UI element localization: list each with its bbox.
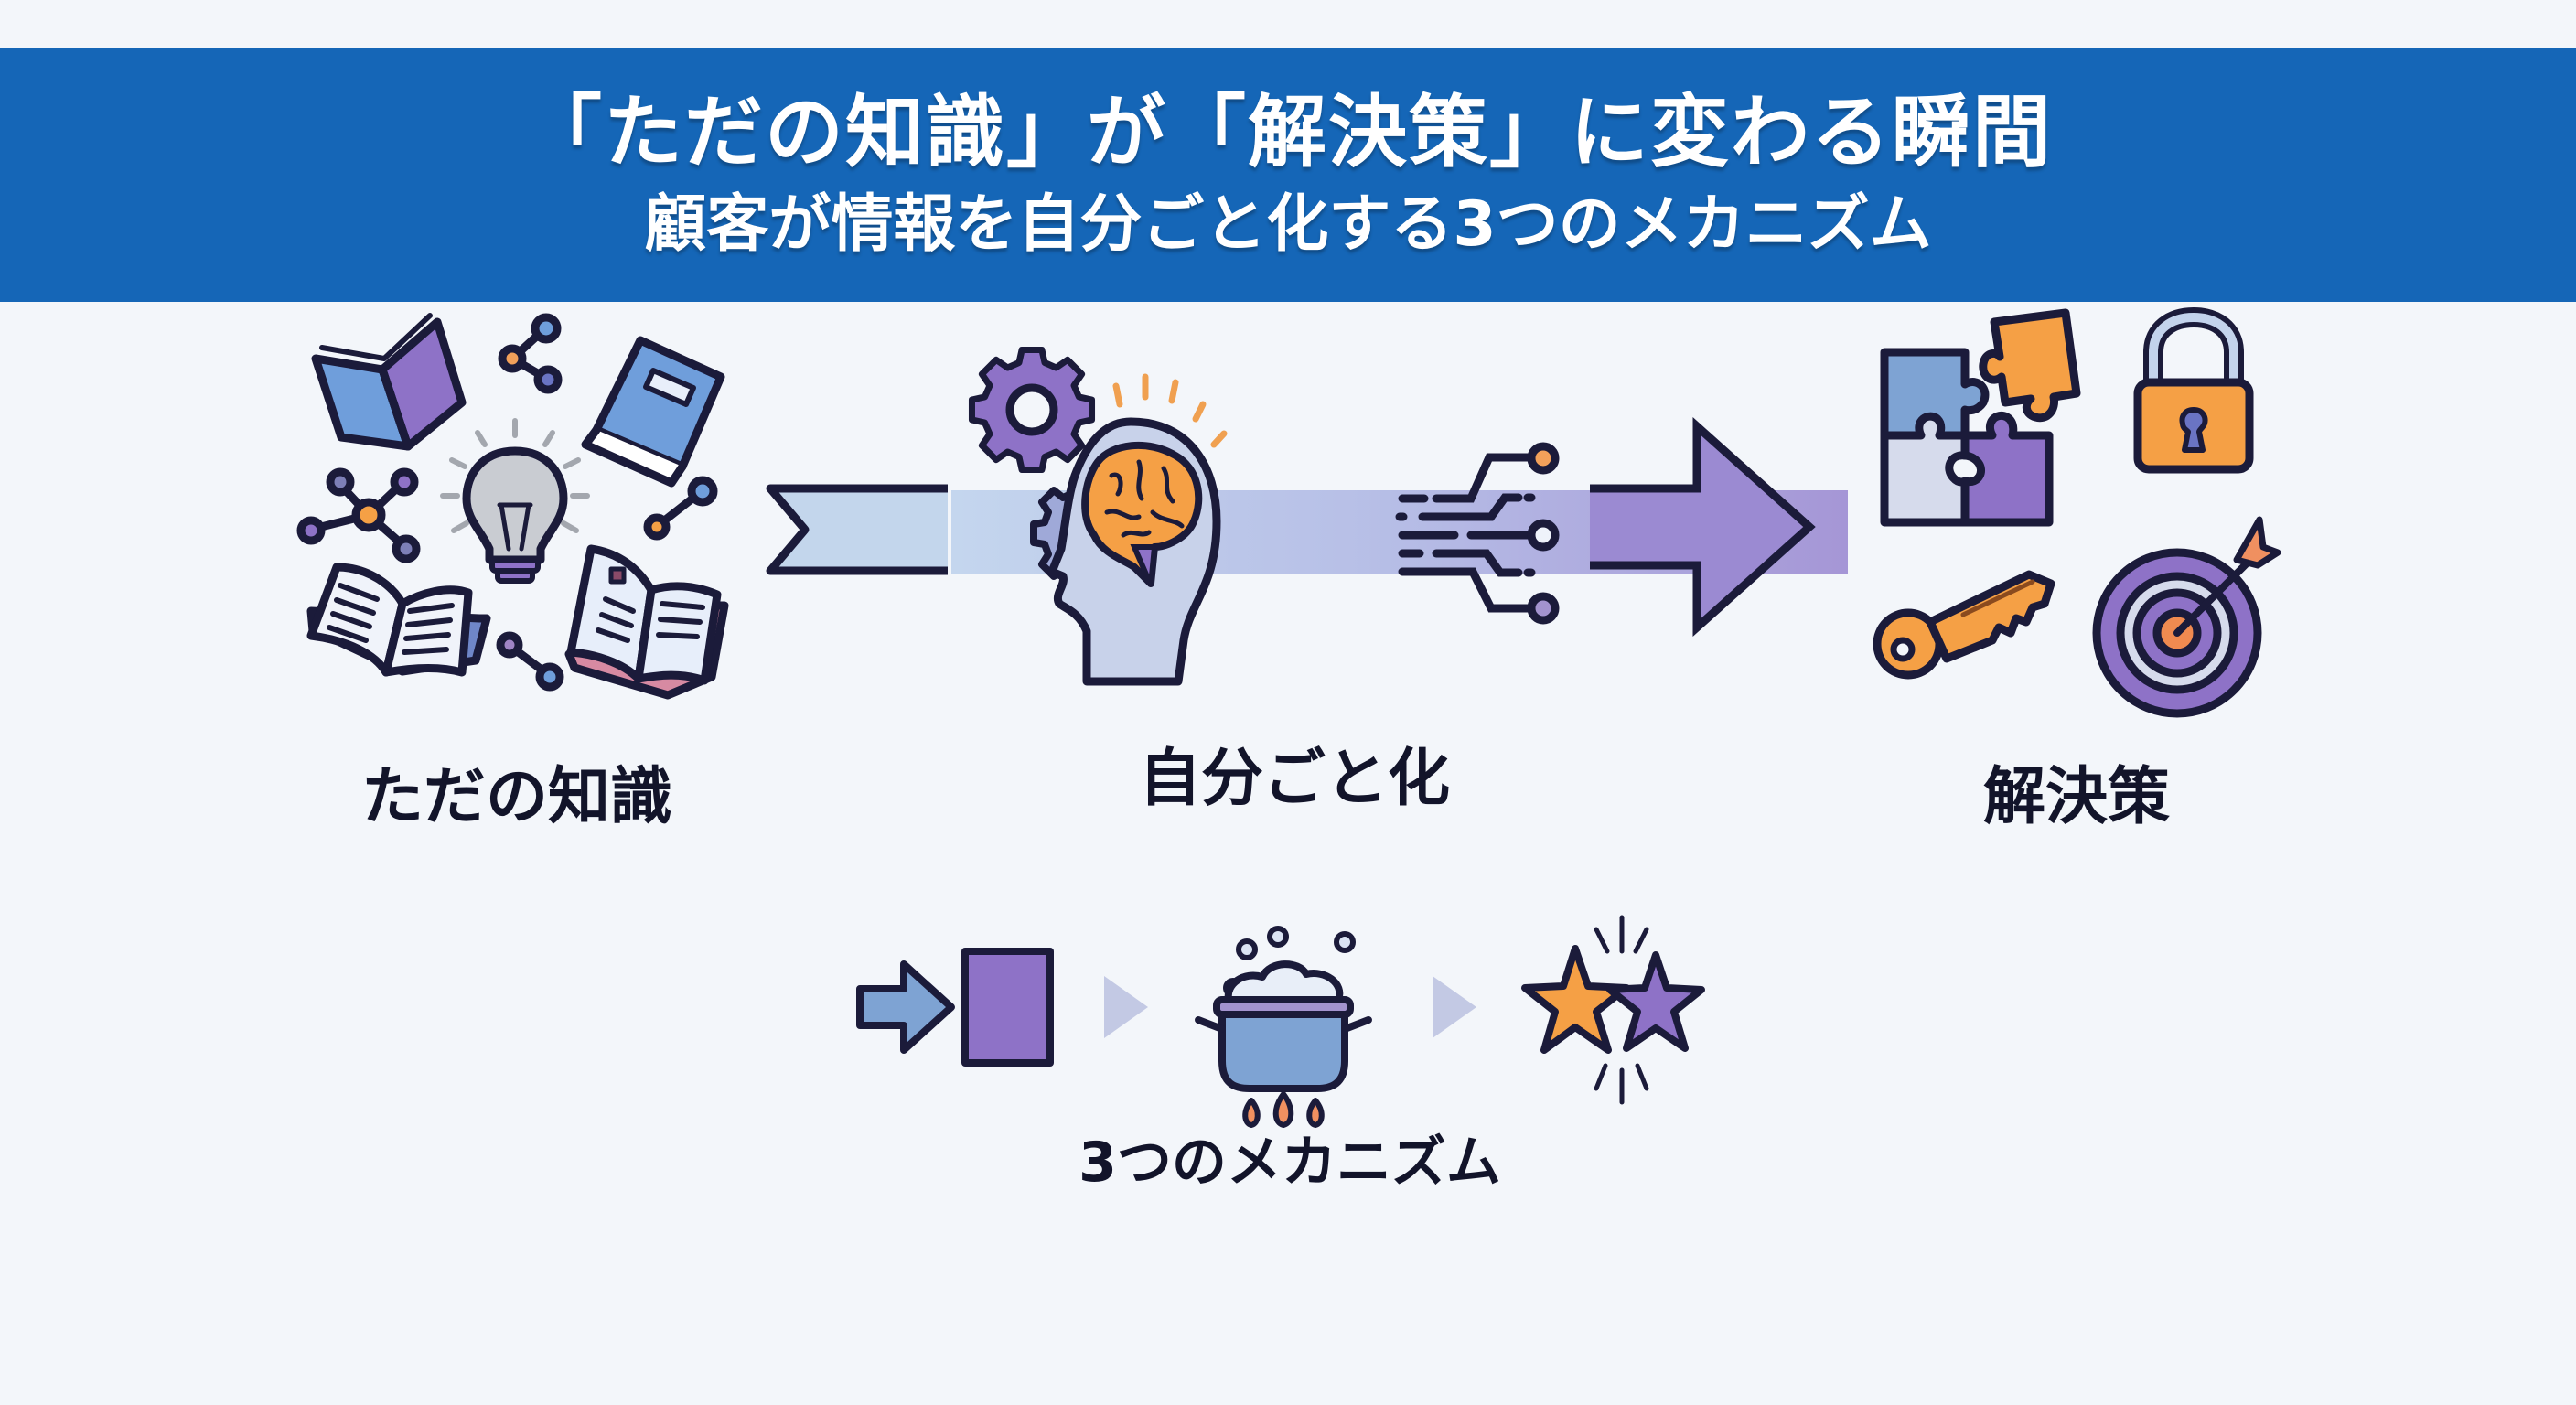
gear-icon bbox=[968, 346, 1096, 474]
circuit-icon bbox=[1395, 442, 1560, 625]
book-icon bbox=[311, 313, 467, 451]
arrow-right-icon bbox=[1590, 416, 1816, 638]
sparkling-stars-icon bbox=[1521, 915, 1705, 1105]
stage-label-personalization: 自分ごと化 bbox=[1138, 743, 1450, 815]
solution-cluster bbox=[1873, 307, 2281, 718]
open-book-icon bbox=[306, 563, 491, 677]
key-icon bbox=[1873, 570, 2055, 680]
node-link-icon bbox=[643, 476, 718, 541]
transformation-arrow bbox=[766, 346, 1848, 686]
head-brain-icon bbox=[1047, 373, 1228, 686]
stage-label-knowledge: ただの知識 bbox=[360, 761, 672, 833]
closed-book-icon bbox=[581, 336, 725, 488]
mechanism-strip bbox=[856, 915, 1705, 1128]
step-chevron-icon bbox=[1433, 976, 1476, 1038]
open-book-icon bbox=[564, 544, 729, 700]
boiling-pot-icon bbox=[1195, 926, 1372, 1128]
node-link-icon bbox=[496, 631, 564, 692]
molecule-network-icon bbox=[296, 467, 421, 563]
arrow-into-box-icon bbox=[856, 948, 1054, 1067]
padlock-icon bbox=[2133, 307, 2254, 474]
ribbon-tail bbox=[766, 484, 948, 575]
page-subtitle: 顧客が情報を自分ごと化する3つのメカニズム bbox=[644, 188, 1932, 261]
step-chevron-icon bbox=[1104, 976, 1148, 1038]
knowledge-cluster bbox=[296, 313, 729, 700]
puzzle-icon bbox=[1880, 308, 2081, 527]
stage-label-solution: 解決策 bbox=[1982, 761, 2170, 833]
mechanism-label: 3つのメカニズム bbox=[1079, 1131, 1501, 1195]
title-banner: 「ただの知識」が「解決策」に変わる瞬間 顧客が情報を自分ごと化する3つのメカニズ… bbox=[0, 48, 2576, 302]
lightbulb-icon bbox=[440, 418, 590, 584]
target-arrow-icon bbox=[2092, 516, 2281, 718]
share-nodes-icon bbox=[498, 313, 563, 394]
page-title: 「ただの知識」が「解決策」に変わる瞬間 bbox=[523, 86, 2053, 178]
